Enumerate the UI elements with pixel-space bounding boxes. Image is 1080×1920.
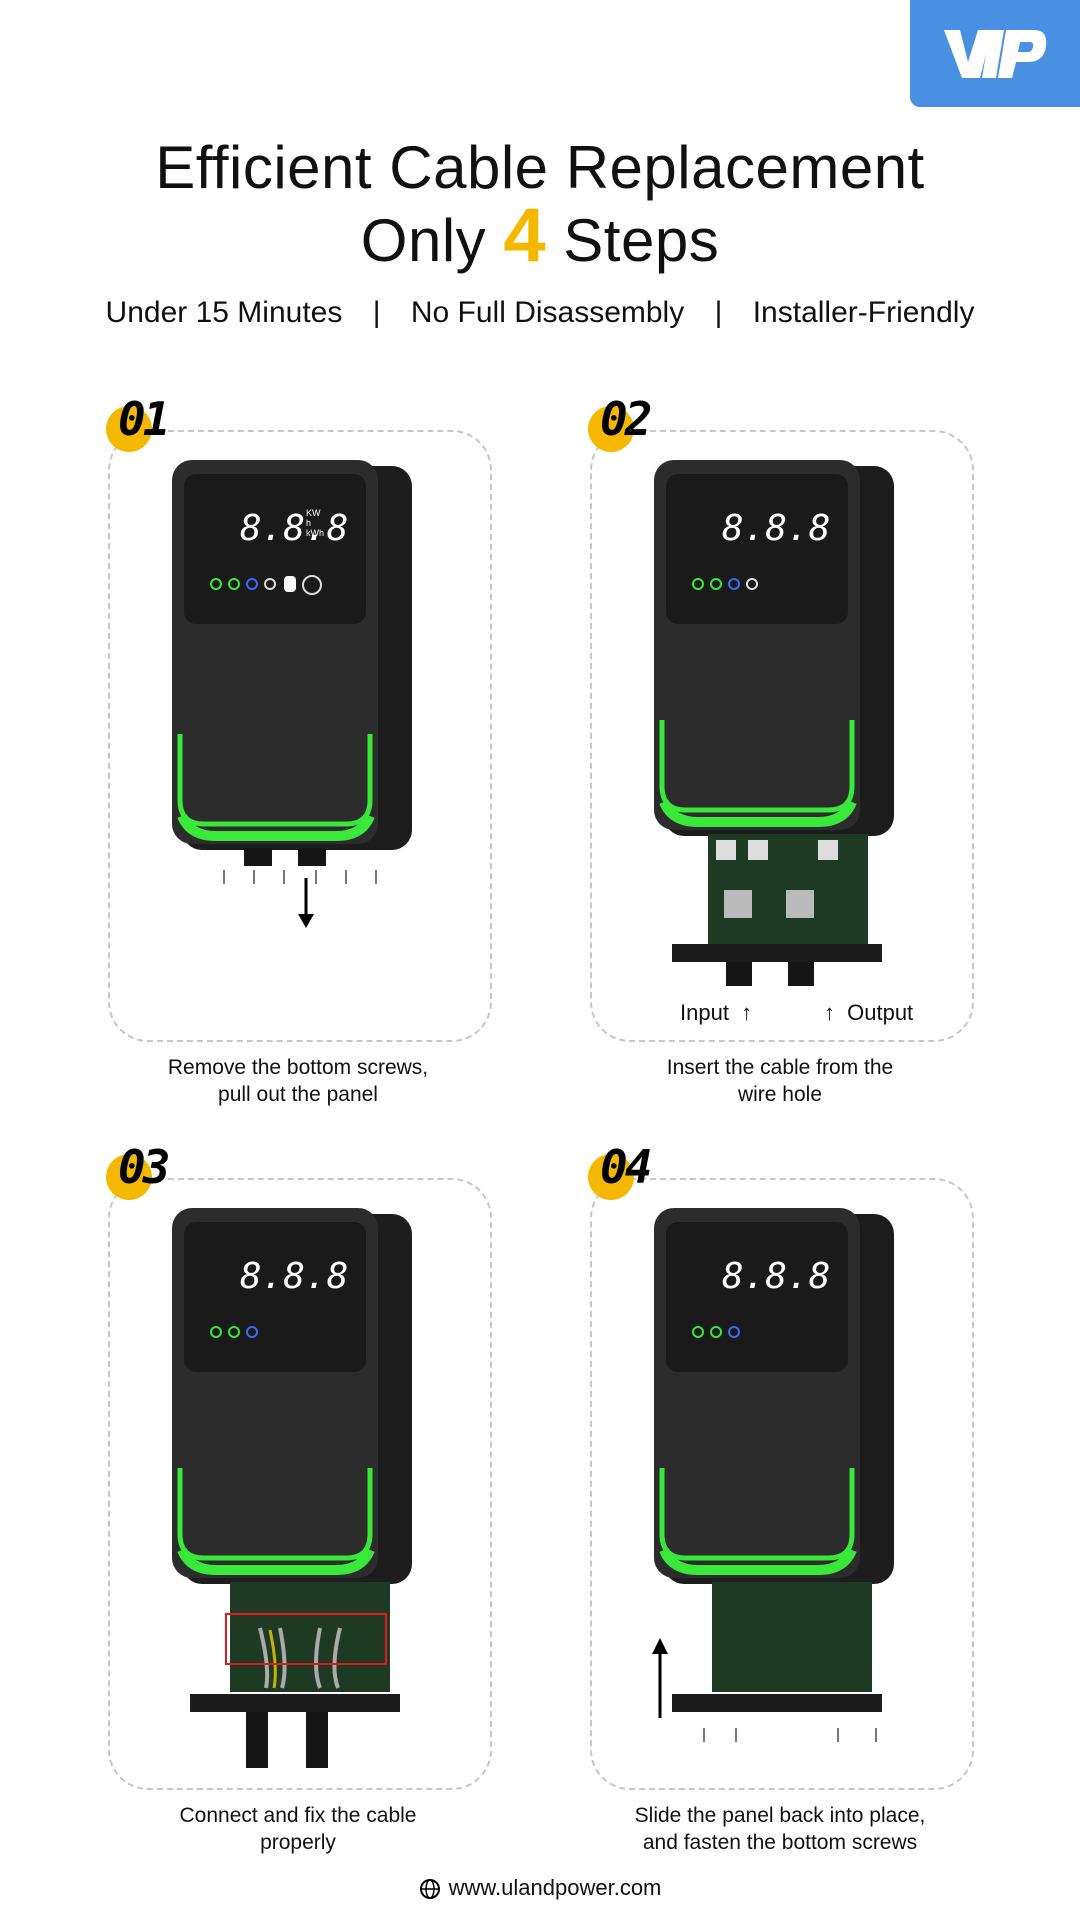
feature-item: Installer-Friendly: [752, 296, 975, 329]
brand-logo: UP: [910, 0, 1080, 107]
input-label: Input ↑: [680, 1000, 753, 1025]
charger-display-digits: 8.8.8: [722, 1256, 830, 1297]
charger-display-digits: 8.8.8: [240, 1256, 348, 1297]
website-link[interactable]: www.ulandpower.com: [448, 1875, 662, 1900]
charger-unit: KW: [306, 508, 321, 518]
ev-charger-step3-illustration: 8.8.8: [172, 1208, 412, 1768]
feature-item: Under 15 Minutes: [105, 296, 343, 329]
output-label: ↑ Output: [824, 1000, 914, 1025]
up-arrow-icon: ↑: [741, 1000, 753, 1025]
step-card-2: [590, 430, 974, 1042]
step-caption-1: Remove the bottom screws,pull out the pa…: [167, 1056, 429, 1106]
feature-separator: |: [714, 296, 723, 329]
up-arrow-icon: ↑: [824, 1000, 835, 1025]
globe-icon: [419, 1879, 440, 1900]
ev-charger-step4-illustration: 8.8.8: [652, 1208, 894, 1742]
ev-charger-step2-illustration: 8.8.8: [654, 460, 894, 986]
headline-line1: Efficient Cable Replacement: [155, 134, 925, 201]
ev-charger-step1-illustration: 8.8.8 KW h kWh: [172, 460, 412, 928]
charger-display-digits: 8.8.8: [240, 508, 348, 549]
highlight-box: [225, 1613, 387, 1665]
charger-display-digits: 8.8.8: [722, 508, 830, 549]
charger-unit: h: [306, 518, 311, 528]
headline-suffix: Steps: [546, 207, 720, 274]
brand-logo-icon: [944, 29, 1047, 78]
footer: www.ulandpower.com: [0, 1875, 1080, 1901]
headline-number: 4: [503, 193, 547, 278]
headline-prefix: Only: [360, 207, 504, 274]
step-caption-4: Slide the panel back into place,and fast…: [634, 1804, 926, 1854]
step-card-3: [108, 1178, 492, 1790]
feature-list: Under 15 Minutes | No Full Disassembly |…: [0, 296, 1080, 330]
step-card-4: [590, 1178, 974, 1790]
headline-line2: Only 4 Steps: [0, 198, 1080, 277]
feature-separator: |: [372, 296, 381, 329]
charger-unit: kWh: [306, 528, 324, 538]
step-card-1: [108, 430, 492, 1042]
feature-item: No Full Disassembly: [410, 296, 685, 329]
